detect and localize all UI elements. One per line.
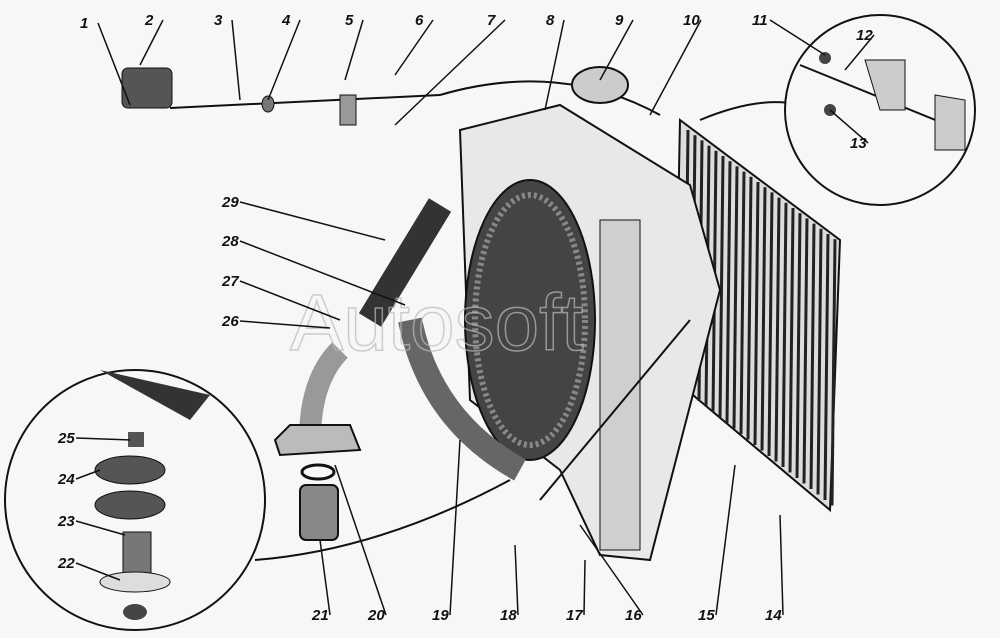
callout-number: 18 xyxy=(500,607,517,624)
callout-number: 28 xyxy=(221,233,239,250)
leader-line xyxy=(779,514,784,616)
detail-circle-rod-bracket xyxy=(784,14,976,206)
leader-line xyxy=(75,562,121,581)
leader-line xyxy=(267,19,301,101)
callout-number: 15 xyxy=(698,607,715,624)
callout-number: 27 xyxy=(221,273,239,290)
callout-number: 6 xyxy=(415,12,424,29)
callout-number: 1 xyxy=(80,15,88,32)
callout-number: 20 xyxy=(367,607,385,624)
callout-6: 6 xyxy=(394,12,434,76)
callout-28: 28 xyxy=(221,233,406,306)
callout-number: 19 xyxy=(432,607,449,624)
leader-line xyxy=(829,109,869,144)
thermostat-housing xyxy=(273,424,362,541)
callout-27: 27 xyxy=(221,273,341,321)
leader-line xyxy=(334,464,387,616)
callout-number: 16 xyxy=(625,607,642,624)
callout-12: 12 xyxy=(844,27,875,71)
leader-line xyxy=(239,280,341,321)
fan-shroud xyxy=(458,103,722,562)
callout-26: 26 xyxy=(221,313,331,330)
leader-line xyxy=(394,19,434,76)
callout-5: 5 xyxy=(344,12,364,81)
leader-line xyxy=(75,469,101,480)
callout-19: 19 xyxy=(432,439,461,624)
callout-number: 9 xyxy=(615,12,624,29)
leader-line xyxy=(231,19,241,101)
callout-number: 2 xyxy=(144,12,154,29)
callout-number: 3 xyxy=(214,12,223,29)
callout-number: 7 xyxy=(487,12,496,29)
detail-circle-mount xyxy=(4,369,266,631)
callout-4: 4 xyxy=(267,12,301,101)
rod-cable xyxy=(439,80,661,116)
callout-15: 15 xyxy=(698,464,736,624)
shutter-rod xyxy=(169,94,441,109)
callout-3: 3 xyxy=(214,12,241,101)
leader-line xyxy=(583,559,586,616)
leader-line xyxy=(649,19,702,116)
leader-line xyxy=(449,439,461,616)
callout-number: 5 xyxy=(345,12,354,29)
callout-17: 17 xyxy=(566,559,586,624)
leader-line xyxy=(344,19,364,81)
leader-line xyxy=(715,464,736,616)
callout-number: 17 xyxy=(566,607,583,624)
callout-18: 18 xyxy=(500,544,519,624)
leader-line xyxy=(97,22,131,106)
callout-number: 26 xyxy=(221,313,239,330)
callout-24: 24 xyxy=(57,469,101,488)
callout-number: 12 xyxy=(856,27,873,44)
leader-line xyxy=(544,19,565,111)
radiator-cap xyxy=(571,66,629,104)
callout-2: 2 xyxy=(139,12,164,66)
callout-20: 20 xyxy=(334,464,387,624)
callout-8: 8 xyxy=(544,12,565,111)
callout-9: 9 xyxy=(599,12,634,81)
callout-11: 11 xyxy=(752,12,826,56)
leader-line xyxy=(239,201,386,241)
callout-29: 29 xyxy=(221,194,386,241)
callout-number: 10 xyxy=(683,12,700,29)
leader-line xyxy=(844,34,875,71)
leader-line xyxy=(769,19,826,56)
callout-25: 25 xyxy=(57,430,131,447)
callout-number: 11 xyxy=(752,12,768,29)
callout-number: 21 xyxy=(311,607,329,624)
callout-number: 25 xyxy=(57,430,75,447)
callout-16: 16 xyxy=(579,524,644,624)
leader-line xyxy=(599,19,634,81)
leader-line xyxy=(394,19,506,126)
leader-line xyxy=(75,520,126,536)
leader-line xyxy=(319,539,331,616)
leader-line xyxy=(75,437,131,441)
callout-7: 7 xyxy=(394,12,506,126)
callout-14: 14 xyxy=(765,514,784,624)
callout-number: 29 xyxy=(221,194,239,211)
watermark: Autosoft xyxy=(290,278,584,367)
callout-number: 24 xyxy=(57,471,75,488)
callout-1: 1 xyxy=(80,15,131,106)
leader-line xyxy=(139,19,164,66)
callout-number: 22 xyxy=(57,555,75,572)
leader-line xyxy=(239,240,406,306)
callout-10: 10 xyxy=(649,12,702,116)
callout-number: 4 xyxy=(281,12,291,29)
callout-22: 22 xyxy=(57,555,121,581)
callout-23: 23 xyxy=(57,513,126,536)
callout-21: 21 xyxy=(311,539,331,624)
callout-number: 23 xyxy=(57,513,75,530)
callout-number: 14 xyxy=(765,607,782,624)
callout-13: 13 xyxy=(829,109,869,152)
rod-handle xyxy=(121,67,357,126)
leader-line xyxy=(514,544,519,616)
callout-number: 13 xyxy=(850,135,867,152)
callout-number: 8 xyxy=(546,12,555,29)
leader-line xyxy=(239,320,331,329)
leader-line xyxy=(579,524,644,616)
